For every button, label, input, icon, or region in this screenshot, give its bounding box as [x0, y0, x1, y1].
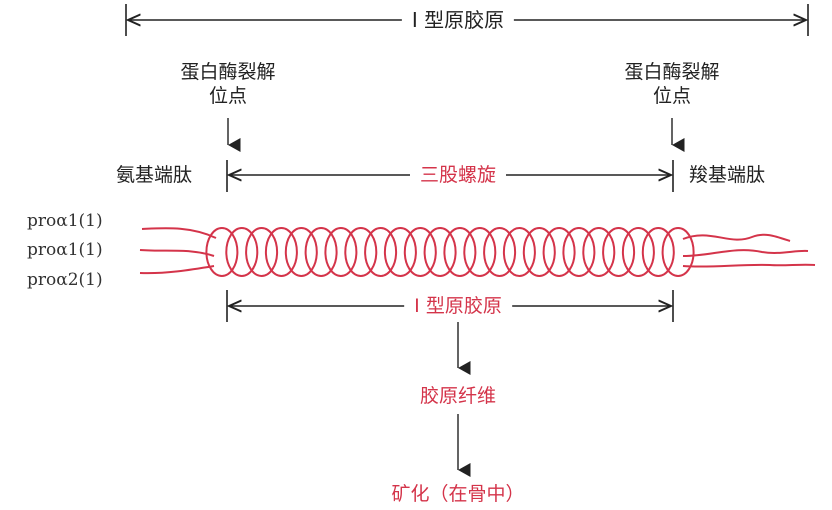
left-tail-3	[139, 265, 215, 275]
helix-loop	[582, 227, 616, 277]
left-tail-1	[141, 227, 217, 239]
right-cleavage-label: 蛋白酶裂解 位点	[624, 60, 719, 108]
helix-loops	[205, 227, 695, 277]
left-cleavage-label: 蛋白酶裂解 位点	[180, 60, 275, 108]
helix-loop	[562, 227, 596, 277]
mineral-label: 矿化（在骨中）	[391, 483, 525, 505]
helix-loop	[403, 227, 437, 277]
helix-loop	[641, 227, 675, 277]
helix-span-label: I 型原胶原	[404, 294, 512, 318]
helix-loop	[225, 227, 259, 277]
left-tail-2	[139, 249, 215, 257]
collagen-triple-helix	[139, 227, 816, 277]
helix-loop	[542, 227, 576, 277]
fiber-label: 胶原纤维	[419, 385, 497, 407]
left-cleavage-line1: 蛋白酶裂解	[180, 61, 276, 83]
helix-loop	[443, 227, 477, 277]
helix-loop	[463, 227, 497, 277]
right-cleavage-line1: 蛋白酶裂解	[624, 61, 720, 83]
top-span-label: I 型原胶原	[401, 8, 515, 32]
helix-loop	[304, 227, 338, 277]
helix-loop	[483, 227, 517, 277]
triple-helix-label: 三股螺旋	[409, 163, 507, 187]
chain-label-2: proα1(1)	[27, 240, 103, 260]
helix-loop	[284, 227, 318, 277]
n-terminal-label: 氨基端肽	[116, 164, 193, 186]
helix-loop	[502, 227, 536, 277]
chain-label-1: proα1(1)	[27, 211, 103, 231]
right-tail-1	[682, 233, 791, 242]
helix-loop	[245, 227, 279, 277]
right-tail-2	[682, 249, 809, 257]
helix-loop	[423, 227, 457, 277]
right-cleavage-line2: 位点	[652, 85, 692, 107]
helix-loop	[324, 227, 358, 277]
left-cleavage-line2: 位点	[208, 85, 248, 107]
helix-loop	[383, 227, 417, 277]
helix-loop	[621, 227, 655, 277]
helix-loop	[661, 227, 695, 277]
helix-loop	[364, 227, 398, 277]
chain-label-3: proα2(1)	[27, 270, 103, 290]
helix-loop	[205, 227, 239, 277]
helix-loop	[602, 227, 636, 277]
helix-loop	[522, 227, 556, 277]
c-terminal-label: 羧基端肽	[689, 164, 766, 186]
helix-loop	[344, 227, 378, 277]
helix-loop	[264, 227, 298, 277]
right-tail-3	[682, 263, 816, 268]
